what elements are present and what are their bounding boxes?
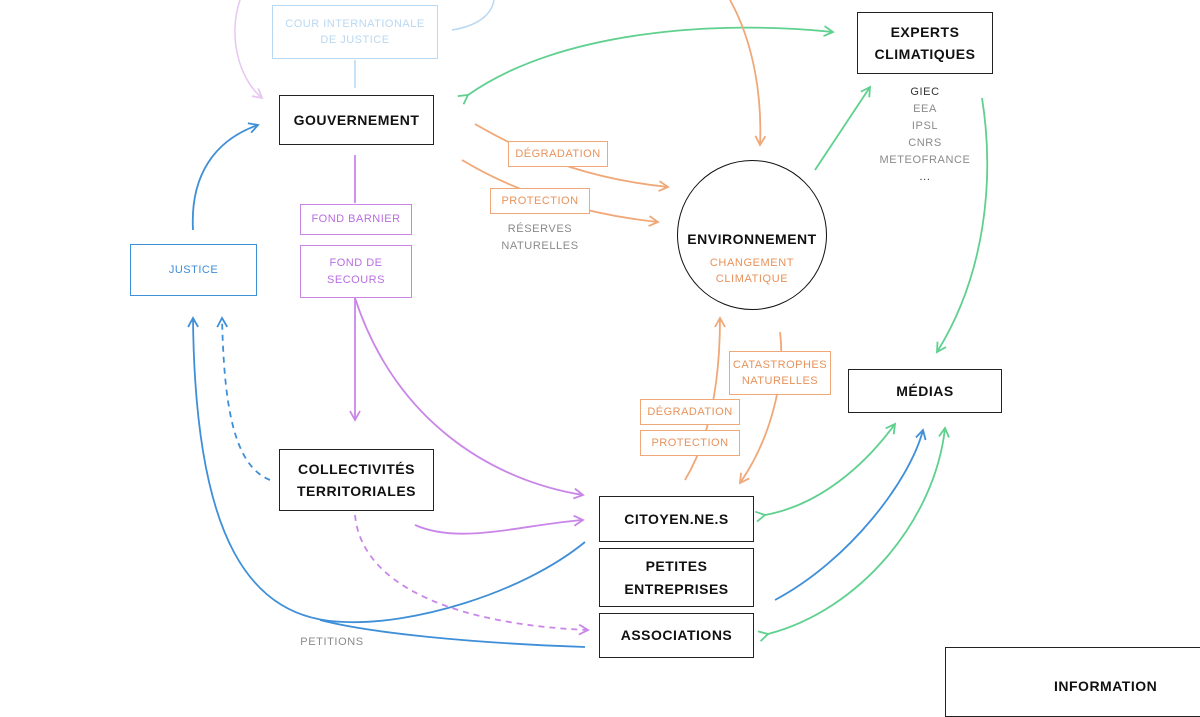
node-environnement: ENVIRONNEMENT CHANGEMENT CLIMATIQUE [677, 160, 827, 310]
node-justice: JUSTICE [130, 244, 257, 296]
fonds-to-citoyens-arrow [354, 297, 585, 500]
expert-ipsl: IPSL [911, 120, 939, 132]
node-cour-internationale: COUR INTERNATIONALE DE JUSTICE [272, 5, 438, 59]
associations-to-justice-line [319, 619, 586, 648]
experts-list: GIEC EEA IPSL CNRS METEOFRANCE ... [873, 84, 977, 186]
label-degradation: DÉGRADATION [508, 141, 608, 167]
label-fond-barnier: FOND BARNIER [300, 204, 412, 235]
info-arrow-medias-associations [757, 426, 950, 642]
entreprises-to-medias-arrow [774, 428, 927, 601]
court-top-arc [451, 0, 495, 31]
node-gouvernement: GOUVERNEMENT [279, 95, 434, 145]
expert-cnrs: CNRS [908, 137, 942, 149]
collectivites-to-justice-dashed [216, 316, 271, 481]
info-arrow-experts-gouvernement [457, 25, 835, 105]
changement-climatique-label: CHANGEMENT CLIMATIQUE [709, 257, 795, 285]
gouvernement-degradation-arrow [474, 123, 670, 192]
label-fond-secours: FOND DE SECOURS [300, 245, 412, 298]
top-to-environment-arrow [729, 0, 767, 147]
label-protection-citoyens: PROTECTION [640, 430, 740, 456]
expert-giec: GIEC [910, 86, 940, 98]
collectivites-to-citoyens-arrow [414, 514, 585, 535]
environnement-title: ENVIRONNEMENT [687, 231, 817, 247]
info-arrow-env-experts [814, 85, 872, 171]
node-medias: MÉDIAS [848, 369, 1002, 413]
node-associations: ASSOCIATIONS [599, 613, 754, 658]
node-experts-climatiques: EXPERTS CLIMATIQUES [857, 12, 993, 74]
justice-to-gouvernement-arrow [191, 122, 260, 231]
legend-box: INFORMATION [945, 647, 1200, 717]
node-petites-entreprises: PETITES ENTREPRISES [599, 548, 754, 607]
node-citoyens: CITOYEN.NE.S [599, 496, 754, 542]
court-to-gouvernement-arrow [234, 0, 264, 100]
info-arrow-experts-medias [936, 97, 989, 354]
label-catastrophes-naturelles: CATASTROPHES NATURELLES [729, 351, 831, 395]
label-degradation-citoyens: DÉGRADATION [640, 399, 740, 425]
citizens-to-justice-arrow [187, 316, 586, 624]
label-petitions: PETITIONS [300, 636, 364, 648]
info-arrow-medias-citoyens [754, 422, 897, 523]
citoyens-to-environment-arrow [684, 316, 726, 481]
expert-more: ... [919, 171, 931, 183]
expert-meteofrance: METEOFRANCE [879, 154, 971, 166]
label-protection: PROTECTION [490, 188, 590, 214]
node-collectivites-territoriales: COLLECTIVITÉS TERRITORIALES [279, 449, 434, 511]
legend-information-label: INFORMATION [1054, 678, 1158, 694]
expert-eea: EEA [913, 103, 937, 115]
environment-to-citoyens-arrow [738, 331, 783, 485]
collectivites-to-associations-dashed [354, 514, 590, 636]
label-reserves-naturelles: RÉSERVES NATURELLES [501, 223, 579, 252]
